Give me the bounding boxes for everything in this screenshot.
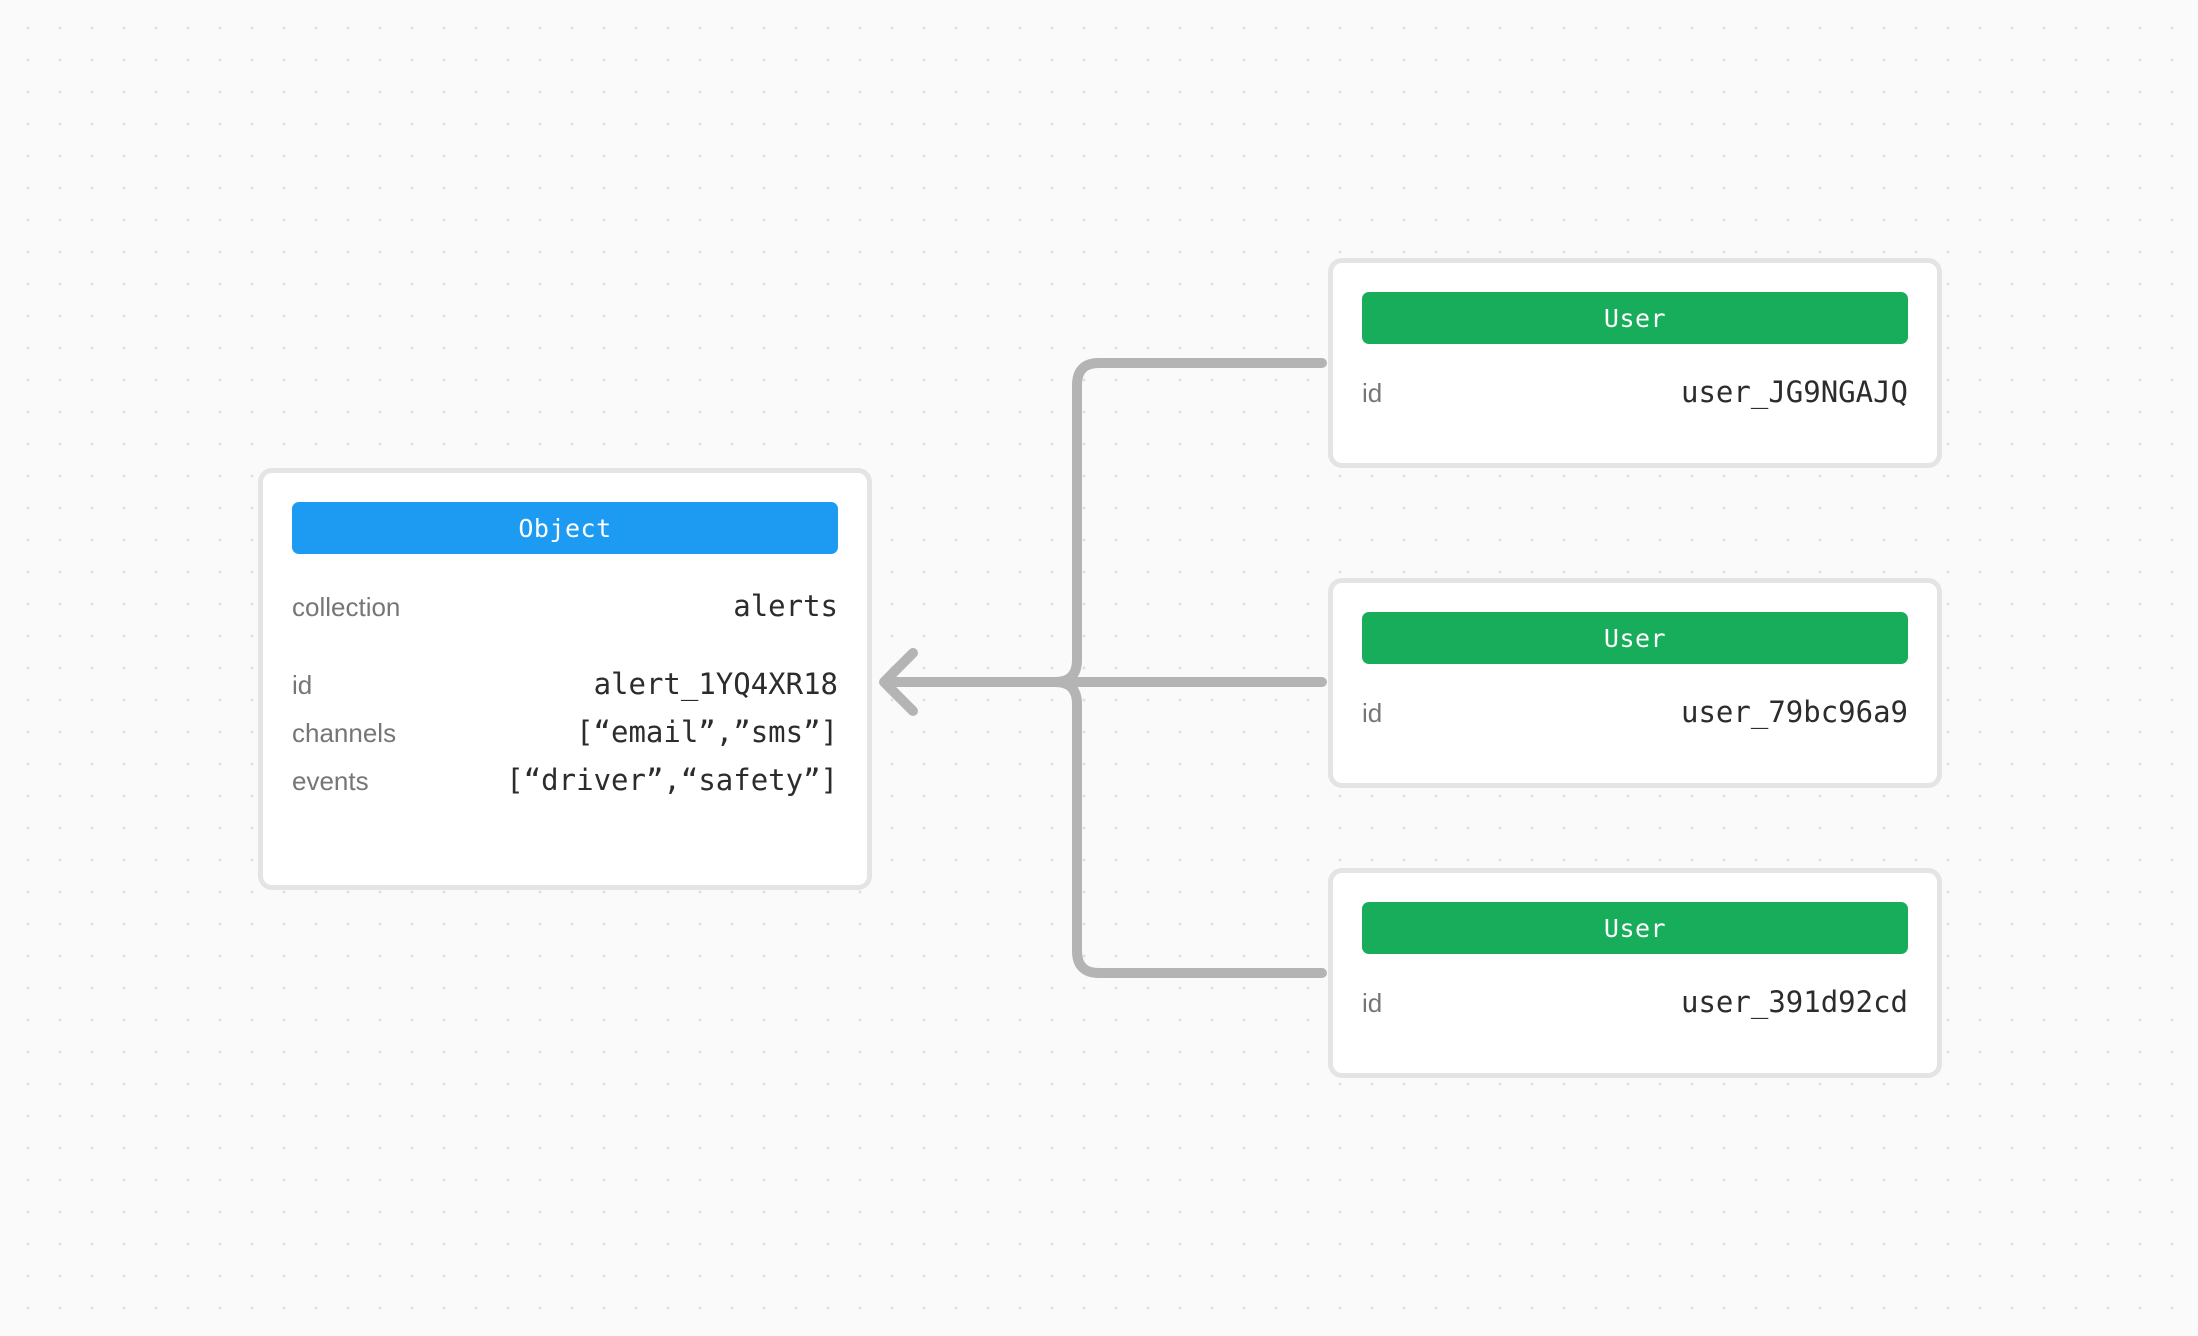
user-card-header: User — [1362, 612, 1908, 664]
table-row: channels [“email”,”sms”] — [292, 715, 838, 763]
row-key: events — [292, 766, 369, 796]
row-value: user_JG9NGAJQ — [1681, 375, 1908, 409]
edge-arrowhead — [879, 648, 918, 716]
row-key: id — [1362, 988, 1383, 1018]
row-value: user_391d92cd — [1681, 985, 1908, 1019]
row-value: user_79bc96a9 — [1681, 695, 1908, 729]
user-card-header: User — [1362, 292, 1908, 344]
row-value: [“email”,”sms”] — [576, 715, 838, 749]
table-row: id user_79bc96a9 — [1362, 695, 1908, 743]
user-card-rows: id user_79bc96a9 — [1362, 695, 1908, 743]
user-card-1[interactable]: User id user_JG9NGAJQ — [1328, 258, 1942, 468]
user-card-header: User — [1362, 902, 1908, 954]
object-card-rows: collection alerts id alert_1YQ4XR18 chan… — [292, 589, 838, 811]
table-row: collection alerts — [292, 589, 838, 637]
edge-user1-to-object — [888, 358, 1327, 687]
table-row: id user_JG9NGAJQ — [1362, 375, 1908, 423]
row-value: alert_1YQ4XR18 — [593, 667, 838, 701]
row-key: id — [292, 670, 313, 700]
row-key: collection — [292, 592, 401, 622]
row-key: channels — [292, 718, 397, 748]
table-row: id alert_1YQ4XR18 — [292, 667, 838, 715]
table-row: id user_391d92cd — [1362, 985, 1908, 1033]
object-card-header: Object — [292, 502, 838, 554]
row-value: [“driver”,“safety”] — [506, 763, 838, 797]
user-card-rows: id user_JG9NGAJQ — [1362, 375, 1908, 423]
user-card-3[interactable]: User id user_391d92cd — [1328, 868, 1942, 1078]
edge-user3-to-object — [888, 677, 1327, 978]
user-card-rows: id user_391d92cd — [1362, 985, 1908, 1033]
row-value: alerts — [733, 589, 838, 623]
user-card-2[interactable]: User id user_79bc96a9 — [1328, 578, 1942, 788]
row-key: id — [1362, 378, 1383, 408]
object-card[interactable]: Object collection alerts id alert_1YQ4XR… — [258, 468, 872, 890]
row-key: id — [1362, 698, 1383, 728]
table-row: events [“driver”,“safety”] — [292, 763, 838, 811]
row-group-divider — [292, 637, 838, 667]
